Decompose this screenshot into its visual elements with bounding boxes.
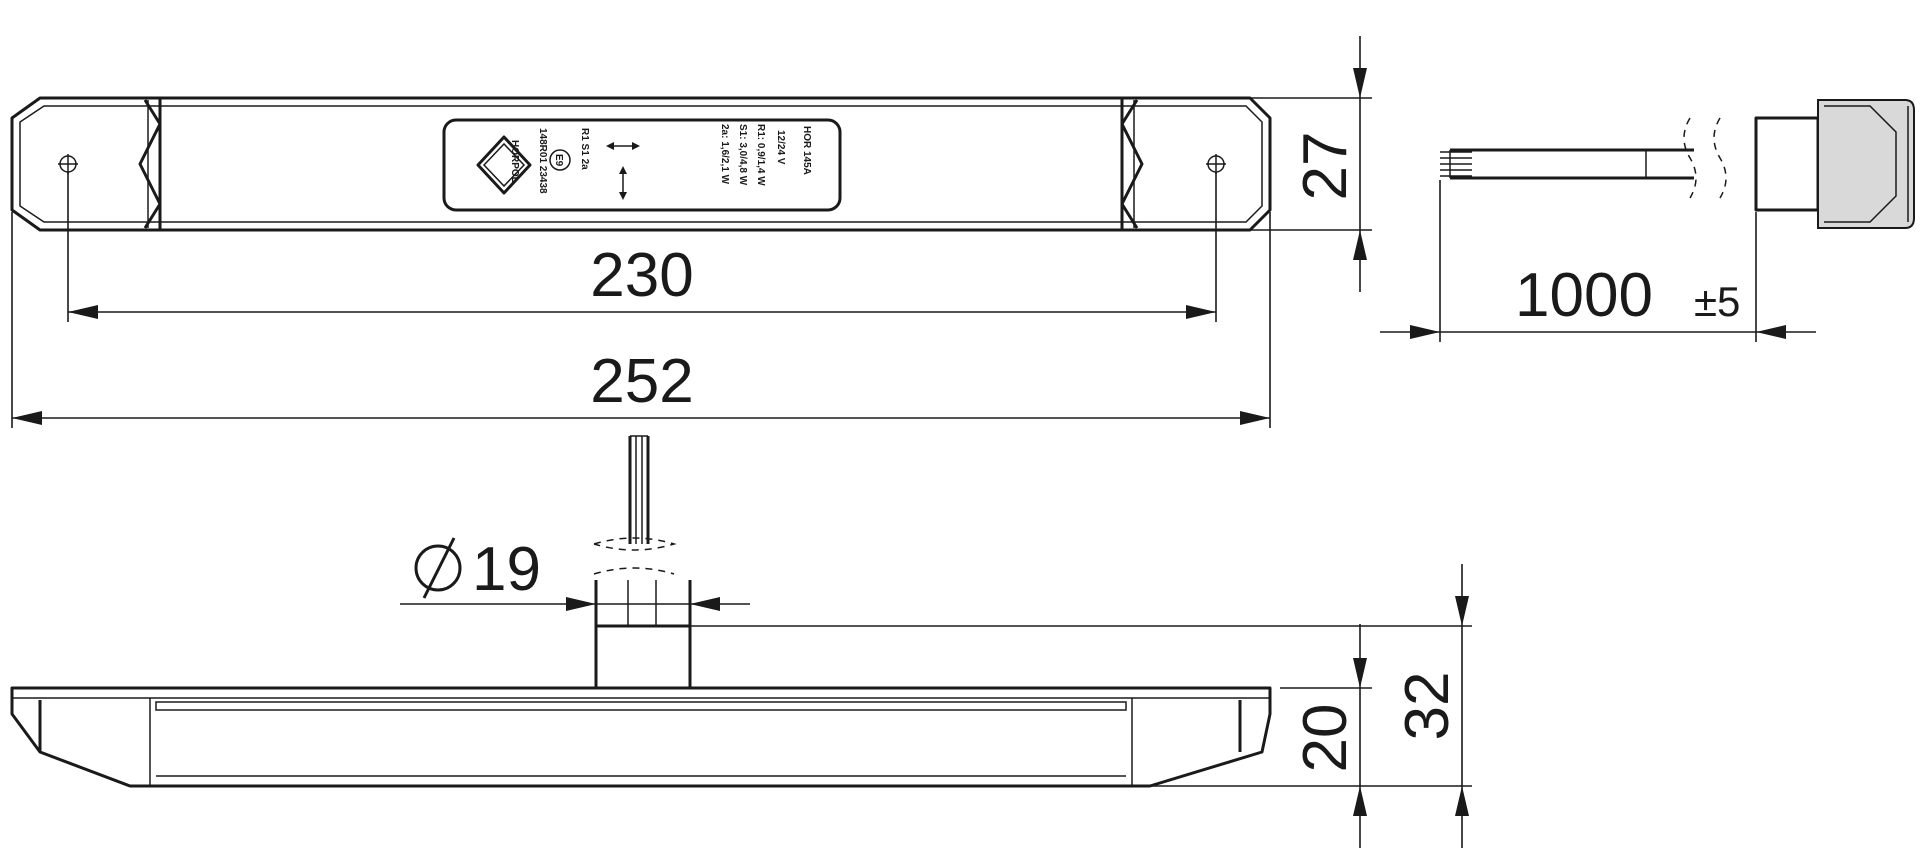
dim-text-27: 27 bbox=[1291, 132, 1360, 201]
dimension-252: 252 bbox=[11, 212, 1271, 428]
double-arrow-horizontal-icon bbox=[606, 142, 640, 150]
cable-side-view bbox=[1440, 99, 1915, 229]
approval-text: 148R01 23438 bbox=[537, 128, 548, 194]
connector-icon bbox=[1754, 99, 1915, 229]
dim-text-19: 19 bbox=[472, 535, 541, 604]
dimension-230: 230 bbox=[67, 172, 1217, 322]
voltage-text: 12/24 V bbox=[775, 130, 786, 165]
dimension-1000: 1000 ±5 bbox=[1380, 180, 1816, 342]
mounting-hole-left-icon bbox=[58, 154, 78, 174]
dimension-27: 27 bbox=[1250, 36, 1372, 292]
diameter-symbol-icon bbox=[414, 537, 462, 599]
s1-rating-text: S1: 3,0/4,8 W bbox=[737, 124, 748, 186]
e-mark-icon: E9 bbox=[549, 149, 571, 171]
lamp-top-view: HORPOL 148R01 23438 E9 R1 S1 2a 2a: 1,6/… bbox=[10, 96, 1272, 232]
brand-logo-icon bbox=[476, 135, 532, 195]
mounting-hole-right-icon bbox=[1206, 154, 1226, 174]
brand-text: HORPOL bbox=[509, 140, 520, 183]
dim-text-252: 252 bbox=[590, 347, 693, 416]
dim-text-32: 32 bbox=[1393, 672, 1462, 741]
r1-rating-text: R1: 0,9/1,4 W bbox=[755, 124, 766, 186]
model-text: HOR 145A bbox=[801, 126, 812, 175]
dim-text-230: 230 bbox=[590, 241, 693, 310]
dimension-20: 20 bbox=[1150, 624, 1372, 848]
svg-text:E9: E9 bbox=[553, 154, 564, 167]
dim-text-20: 20 bbox=[1291, 704, 1360, 773]
label-plate: HORPOL 148R01 23438 E9 R1 S1 2a 2a: 1,6/… bbox=[442, 118, 842, 212]
side-rating-text: 2a: 1,6/2,1 W bbox=[719, 124, 730, 185]
double-arrow-vertical-icon bbox=[619, 166, 627, 200]
dim-tolerance-text: ±5 bbox=[1694, 278, 1740, 325]
codes-text: R1 S1 2a bbox=[579, 128, 590, 170]
dimension-diameter-19: 19 bbox=[400, 535, 750, 626]
lamp-front-view bbox=[10, 435, 1272, 788]
dimension-32: 32 bbox=[690, 564, 1472, 848]
dim-text-1000: 1000 bbox=[1515, 261, 1653, 330]
